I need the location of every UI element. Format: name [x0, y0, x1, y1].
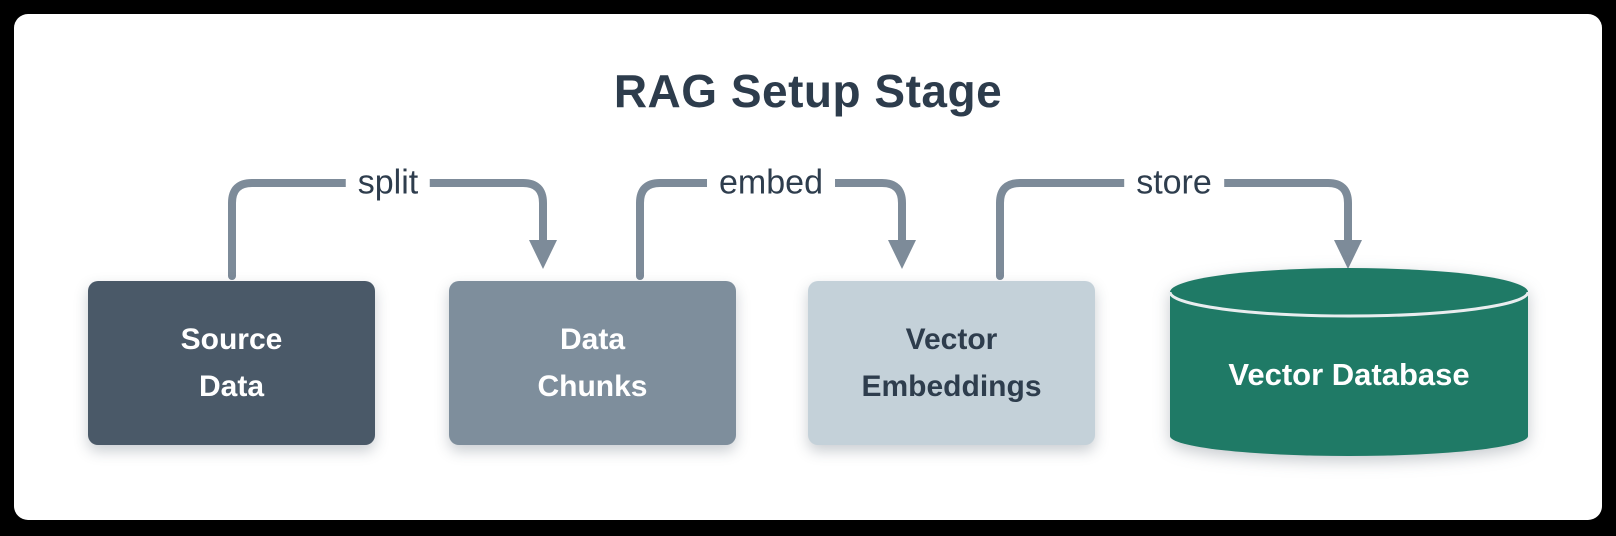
arrowhead-icon — [529, 240, 557, 269]
diagram-title: RAG Setup Stage — [613, 65, 1003, 117]
edge-label-embed: embed — [707, 163, 835, 202]
edge-label-store: store — [1124, 163, 1224, 202]
node-vector-embeddings: Vector Embeddings — [808, 281, 1095, 445]
node-label-line: Chunks — [537, 370, 648, 403]
node-label-line: Embeddings — [861, 370, 1042, 403]
node-source-data: Source Data — [88, 281, 375, 445]
edge-label-split: split — [345, 163, 431, 202]
arrowhead-icon — [888, 240, 916, 269]
database-cylinder-icon — [1168, 268, 1530, 456]
node-label-line: Data — [198, 370, 265, 403]
arrowhead-icon — [1334, 240, 1362, 269]
node-data-chunks: Data Chunks — [449, 281, 736, 445]
database-label: Vector Database — [1228, 357, 1470, 392]
node-vector-database: Vector Database — [1168, 268, 1530, 458]
node-label-line: Data — [559, 323, 626, 356]
node-label-line: Source — [180, 323, 283, 356]
node-label-line: Vector — [905, 323, 998, 356]
